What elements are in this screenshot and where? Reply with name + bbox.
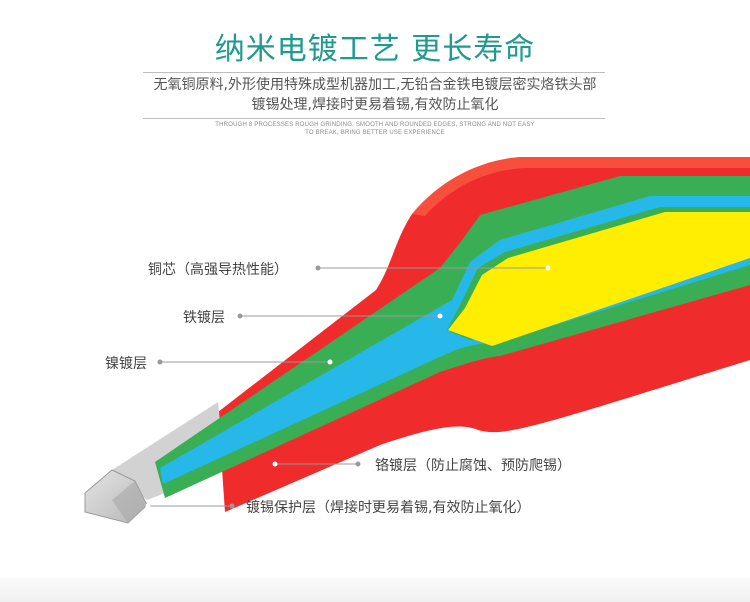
copper-core <box>448 212 750 346</box>
leader-end-chrome <box>355 461 361 467</box>
leader-dot-copper <box>315 265 321 271</box>
leader-end-copper <box>545 265 551 271</box>
description-line-2: 镀锡处理,焊接时更易着锡,有效防止氧化 <box>251 97 499 113</box>
label-iron-layer: 铁镀层 <box>183 310 225 326</box>
divider-bottom <box>143 118 605 119</box>
leader-end-nickel <box>327 359 333 365</box>
label-chrome-layer: 铬镀层（防止腐蚀、预防爬锡） <box>375 458 571 474</box>
description-line-1: 无氧铜原料,外形使用特殊成型机器加工,无铅合金铁电镀层密实烙铁头部 <box>153 77 597 93</box>
leader-dot-iron <box>237 313 243 319</box>
english-caption-line-1: THROUGH 8 PROCESSES ROUGH GRINDING, SMOO… <box>215 122 535 128</box>
leader-end-iron <box>437 313 443 319</box>
leader-dot-tin <box>145 503 151 509</box>
leader-end-tin <box>229 503 235 509</box>
leader-dot-chrome <box>272 461 278 467</box>
leader-dot-nickel <box>157 359 163 365</box>
floor-shadow <box>0 578 750 602</box>
english-caption-line-2: TO BREAK, BRING BETTER USE EXPERIENCE <box>305 130 445 136</box>
divider-top <box>143 72 605 73</box>
chrome-layer-highlight <box>412 157 750 216</box>
label-copper-core: 铜芯（高强导热性能） <box>148 262 288 278</box>
page-title: 纳米电镀工艺 更长寿命 <box>214 32 536 67</box>
label-tin-layer: 镀锡保护层（焊接时更易着锡,有效防止氧化） <box>246 500 531 516</box>
tin-tip-face <box>112 481 147 523</box>
label-nickel-layer: 镍镀层 <box>105 356 147 372</box>
